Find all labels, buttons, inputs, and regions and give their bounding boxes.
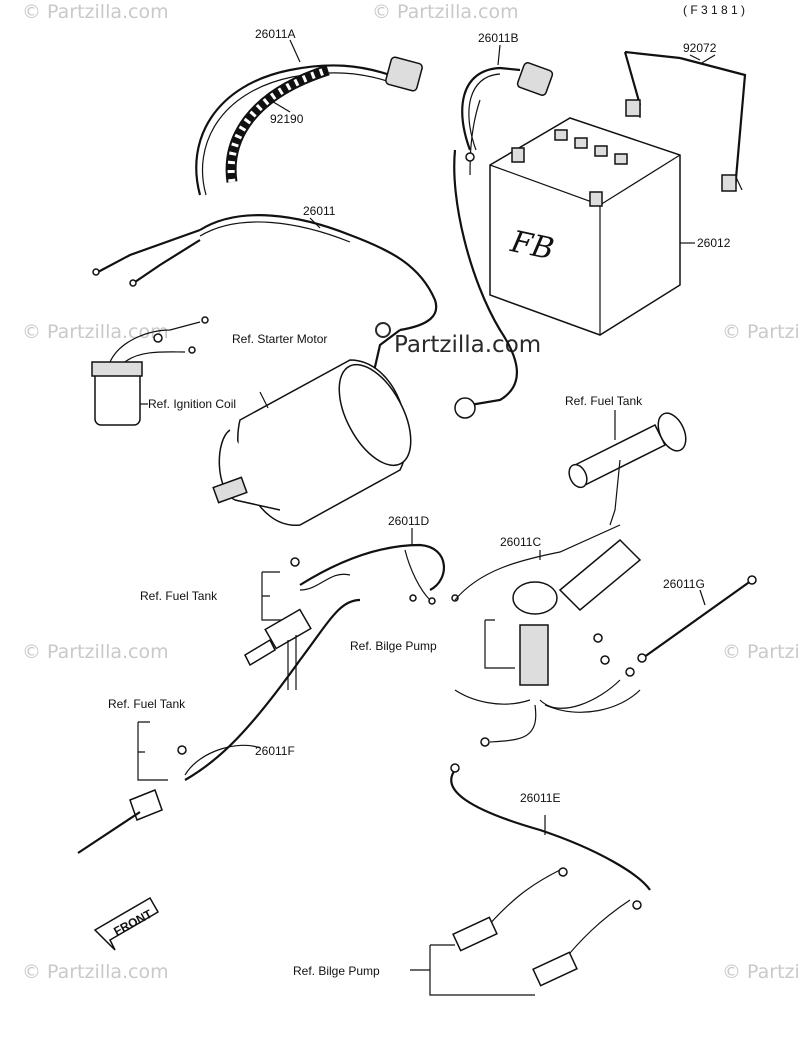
battery-strap-92072 — [623, 50, 747, 192]
watermark: © Partzilla.com — [722, 961, 800, 983]
watermark: © Partzilla.com — [22, 641, 169, 663]
label-26011G: 26011G — [663, 577, 705, 591]
harness-26011G — [637, 575, 757, 663]
front-arrow: FRONT — [93, 896, 160, 951]
watermark: © Partzilla.com — [22, 1, 169, 23]
label-26011F: 26011F — [255, 744, 295, 758]
label-bilge-pump-low: Ref. Bilge Pump — [293, 964, 380, 978]
label-26011C: 26011C — [500, 535, 541, 549]
label-fuel-tank-mid: Ref. Fuel Tank — [140, 589, 218, 603]
watermark: © Partzilla.com — [22, 961, 169, 983]
label-92072: 92072 — [683, 41, 717, 55]
fuel-tank-sender-low — [77, 721, 261, 854]
watermark: © Partzilla.com — [722, 321, 800, 343]
watermarks: © Partzilla.com © Partzilla.com © Partzi… — [22, 1, 800, 983]
battery-caps — [511, 129, 628, 207]
label-bilge-pump-mid: Ref. Bilge Pump — [350, 639, 437, 653]
label-ignition-coil: Ref. Ignition Coil — [148, 397, 236, 411]
battery-26012: FB — [489, 117, 695, 336]
label-26011: 26011 — [303, 204, 336, 218]
watermark: © Partzilla.com — [22, 321, 169, 343]
watermark: © Partzilla.com — [722, 641, 800, 663]
fuel-tank-sender-mid — [244, 557, 351, 690]
watermark: © Partzilla.com — [372, 1, 519, 23]
center-watermark-text: Partzilla.com — [394, 332, 541, 358]
starter-motor — [212, 359, 412, 526]
label-26012: 26012 — [697, 236, 731, 250]
ignition-coil — [91, 316, 209, 426]
bilge-pump-switch — [454, 538, 642, 747]
label-92190: 92190 — [270, 112, 304, 126]
label-26011B: 26011B — [478, 31, 518, 45]
label-26011A: 26011A — [255, 27, 295, 41]
bilge-pump-bracket-low — [410, 944, 535, 996]
harness-26011D — [299, 528, 459, 605]
spiral-wrap-92190 — [225, 64, 330, 183]
label-26011D: 26011D — [388, 514, 429, 528]
harness-26011C — [454, 524, 621, 601]
harness-26011A — [195, 56, 423, 196]
label-fuel-tank-top: Ref. Fuel Tank — [565, 394, 643, 408]
harness-26011B — [461, 62, 554, 176]
diagram-code: ( F 3 1 8 1 ) — [683, 3, 745, 17]
leader-lines — [289, 39, 701, 66]
harness-26011F — [184, 598, 361, 781]
center-watermark: Partzilla.com — [375, 322, 541, 358]
label-26011E: 26011E — [520, 791, 560, 805]
harness-26011 — [92, 149, 518, 419]
label-starter-motor: Ref. Starter Motor — [232, 332, 327, 346]
harness-26011E — [450, 763, 651, 987]
fuel-tank-fitting — [568, 410, 687, 526]
label-fuel-tank-low: Ref. Fuel Tank — [108, 697, 186, 711]
